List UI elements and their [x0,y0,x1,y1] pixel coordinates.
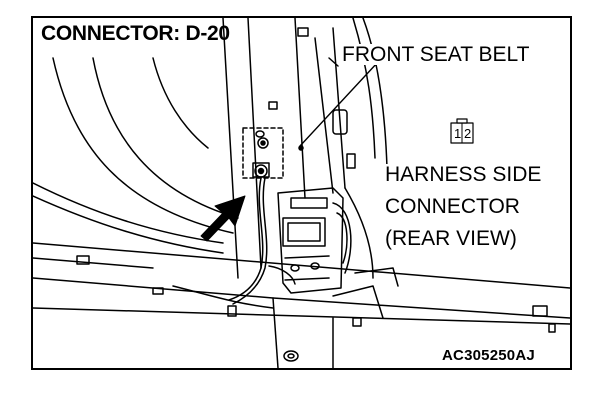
connector-pin-1: 1 [454,126,462,141]
figure-code: AC305250AJ [442,347,535,364]
b-pillar [222,18,374,279]
diagram-frame: CONNECTOR: D-20 FRONT SEAT BELT HARNESS … [31,16,572,370]
connector-location-arrow [200,195,246,242]
front-seat-belt-label: FRONT SEAT BELT [341,43,531,66]
connector-symbol [450,118,474,144]
seat-belt-retractor [277,187,352,294]
connector-title: CONNECTOR: D-20 [41,22,230,45]
floor-sill [33,242,570,368]
seat-belt-illustration [33,18,570,368]
harness-side-label-line2: CONNECTOR [384,195,521,218]
anchor-bracket [242,127,284,179]
part-leader-line [299,61,379,147]
connector-pin-2: 2 [464,126,472,141]
pillar-trim-details [332,18,399,287]
harness-side-label-line3: (REAR VIEW) [384,227,518,250]
door-opening-outline [33,57,239,254]
harness-side-label-line1: HARNESS SIDE [384,163,543,186]
